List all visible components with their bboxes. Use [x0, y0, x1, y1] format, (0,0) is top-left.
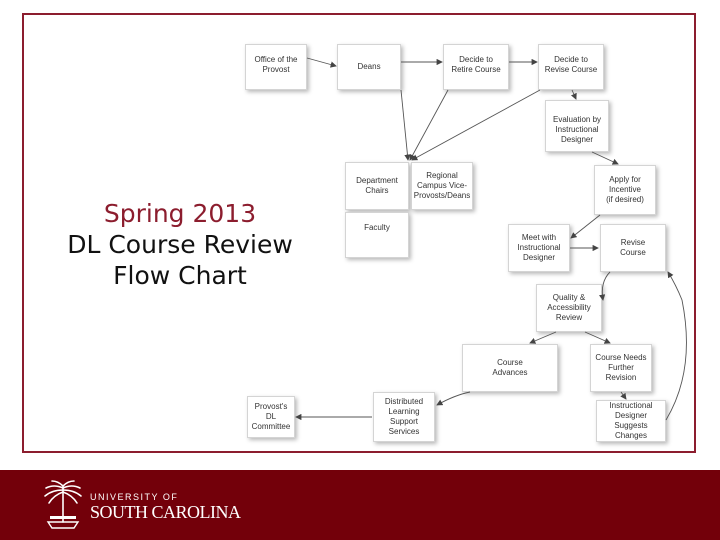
university-wordmark: UNIVERSITY OF SOUTH CAROLINA [90, 492, 241, 522]
title-line-semester: Spring 2013 [103, 199, 257, 228]
footer-bar: UNIVERSITY OF SOUTH CAROLINA [0, 470, 720, 540]
box-apply-incentive: Apply for Incentive (if desired) [594, 165, 656, 215]
title-line-flowchart: Flow Chart [113, 261, 247, 290]
box-decide-retire: Decide to Retire Course [443, 44, 509, 90]
box-designer-suggests: Instructional Designer Suggests Changes [596, 400, 666, 442]
box-decide-revise: Decide to Revise Course [538, 44, 604, 90]
box-regional-vice-provosts: Regional Campus Vice- Provosts/Deans [411, 162, 473, 210]
box-meet-designer: Meet with Instructional Designer [508, 224, 570, 272]
palmetto-seal-icon [44, 480, 82, 529]
box-deans: Deans [337, 44, 401, 90]
slide-title: Spring 2013 DL Course Review Flow Chart [40, 198, 320, 291]
box-course-advances: Course Advances [462, 344, 558, 392]
box-distributed-learning: Distributed Learning Support Services [373, 392, 435, 442]
wordmark-south-carolina: SOUTH CAROLINA [90, 502, 241, 522]
box-needs-revision: Course Needs Further Revision [590, 344, 652, 392]
box-faculty: Faculty [345, 212, 409, 258]
wordmark-university-of: UNIVERSITY OF [90, 492, 179, 502]
box-department-chairs: Department Chairs [345, 162, 409, 210]
box-provost-dl-committee: Provost's DL Committee [247, 396, 295, 438]
title-line-review: DL Course Review [67, 230, 293, 259]
box-evaluation: Evaluation by Instructional Designer [545, 100, 609, 152]
box-quality-review: Quality & Accessibility Review [536, 284, 602, 332]
box-office-provost: Office of the Provost [245, 44, 307, 90]
box-revise-course: Revise Course [600, 224, 666, 272]
